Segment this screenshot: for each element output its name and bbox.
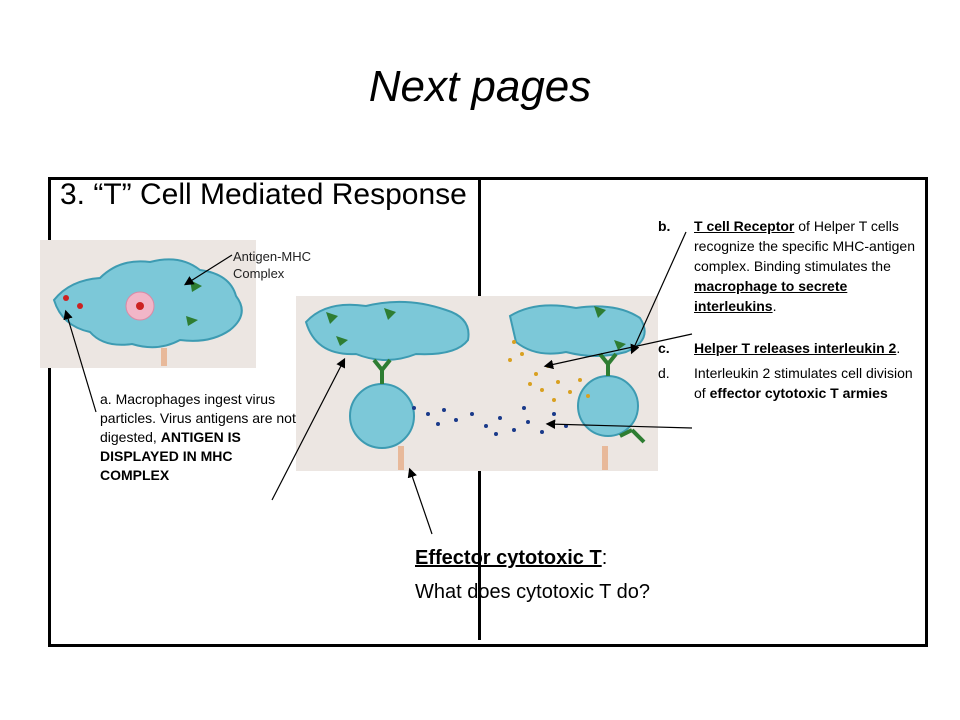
- step-d: d. Interleukin 2 stimulates cell divisio…: [658, 365, 913, 401]
- step-c: c. Helper T releases interleukin 2.: [658, 340, 901, 356]
- effector-title: Effector cytotoxic T: [415, 547, 602, 569]
- antigen-mhc-label: Antigen-MHC Complex: [233, 249, 312, 281]
- note-a: a. Macrophages ingest virus particles. V…: [100, 391, 296, 483]
- steps-list: b. T cell Receptor of Helper T cells rec…: [658, 216, 920, 425]
- step-b: b. T cell Receptor of Helper T cells rec…: [658, 218, 915, 314]
- section-heading: 3. “T” Cell Mediated Response: [60, 178, 467, 211]
- effector-block: Effector cytotoxic T: What does cytotoxi…: [415, 547, 650, 603]
- slide-title: Next pages: [368, 62, 592, 111]
- content-frame: [48, 177, 928, 647]
- effector-question: What does cytotoxic T do?: [415, 581, 650, 603]
- helper-t-binding-figure: [296, 296, 658, 471]
